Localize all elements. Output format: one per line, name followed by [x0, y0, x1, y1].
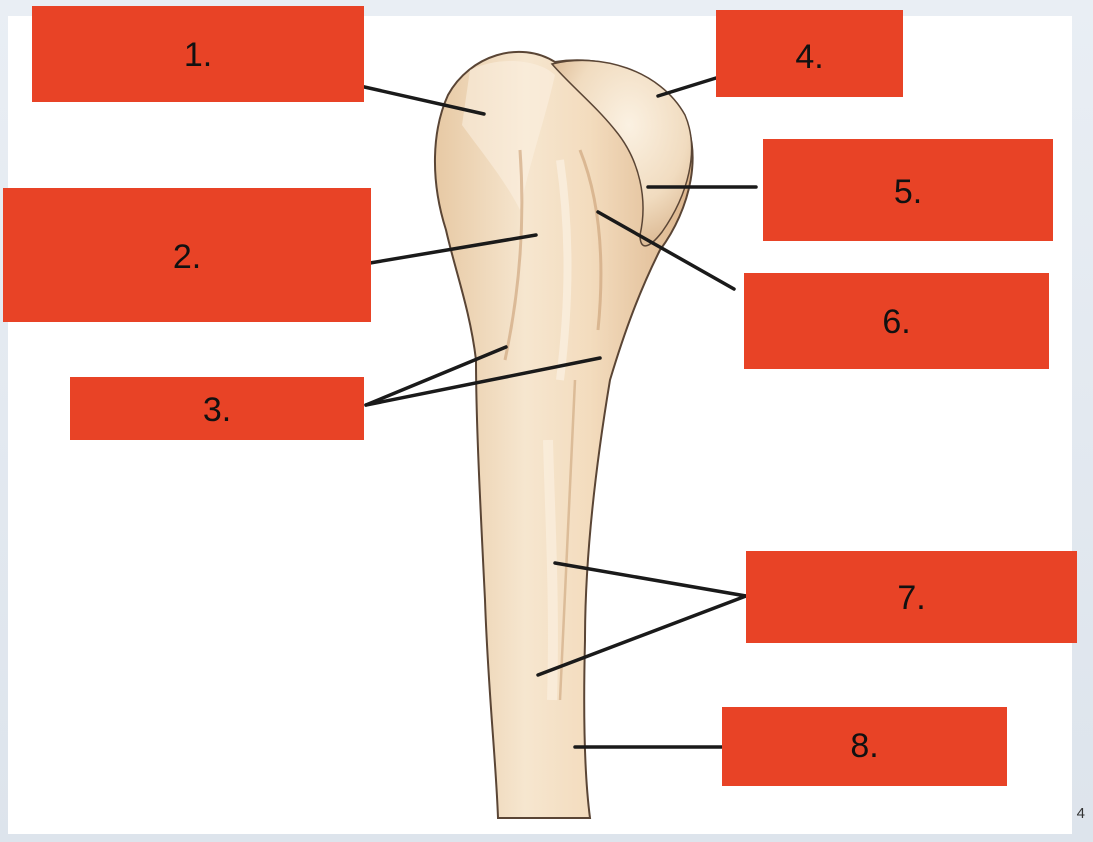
- leader-line-4: [656, 76, 718, 98]
- label-box-5: 5.: [763, 139, 1053, 241]
- label-box-4: 4.: [716, 10, 903, 97]
- label-text-4: 4.: [795, 38, 824, 76]
- leader-line-7b: [536, 594, 748, 677]
- label-box-7: 7.: [746, 551, 1077, 643]
- leader-line-2: [368, 233, 538, 265]
- label-text-1: 1.: [183, 36, 213, 74]
- label-box-8: 8.: [722, 707, 1007, 786]
- shaft-highlight: [543, 439, 558, 701]
- groove-ridge-right: [578, 149, 603, 331]
- label-box-1: 1.: [32, 6, 364, 102]
- groove-ridge-left: [503, 149, 524, 361]
- label-text-8: 8.: [850, 727, 879, 765]
- leader-line-3a: [364, 345, 508, 407]
- groove-highlight: [556, 159, 572, 381]
- label-text-7: 7.: [897, 579, 926, 617]
- label-text-5: 5.: [893, 173, 923, 211]
- label-box-2: 2.: [3, 188, 371, 322]
- leader-lines: [358, 76, 758, 749]
- humerus-bone: [434, 50, 694, 819]
- label-box-3: 3.: [70, 377, 364, 440]
- label-text-3: 3.: [202, 391, 232, 429]
- greater-tubercle-shading: [462, 60, 555, 211]
- shaft-ridge: [558, 379, 577, 701]
- leader-line-3b: [364, 356, 602, 407]
- leader-line-6: [596, 210, 736, 291]
- label-text-2: 2.: [172, 238, 202, 276]
- label-text-6: 6.: [882, 303, 911, 341]
- label-box-6: 6.: [744, 273, 1049, 369]
- leader-line-1: [358, 84, 486, 116]
- leader-line-7a: [553, 561, 748, 598]
- page-number: 4: [1076, 805, 1085, 822]
